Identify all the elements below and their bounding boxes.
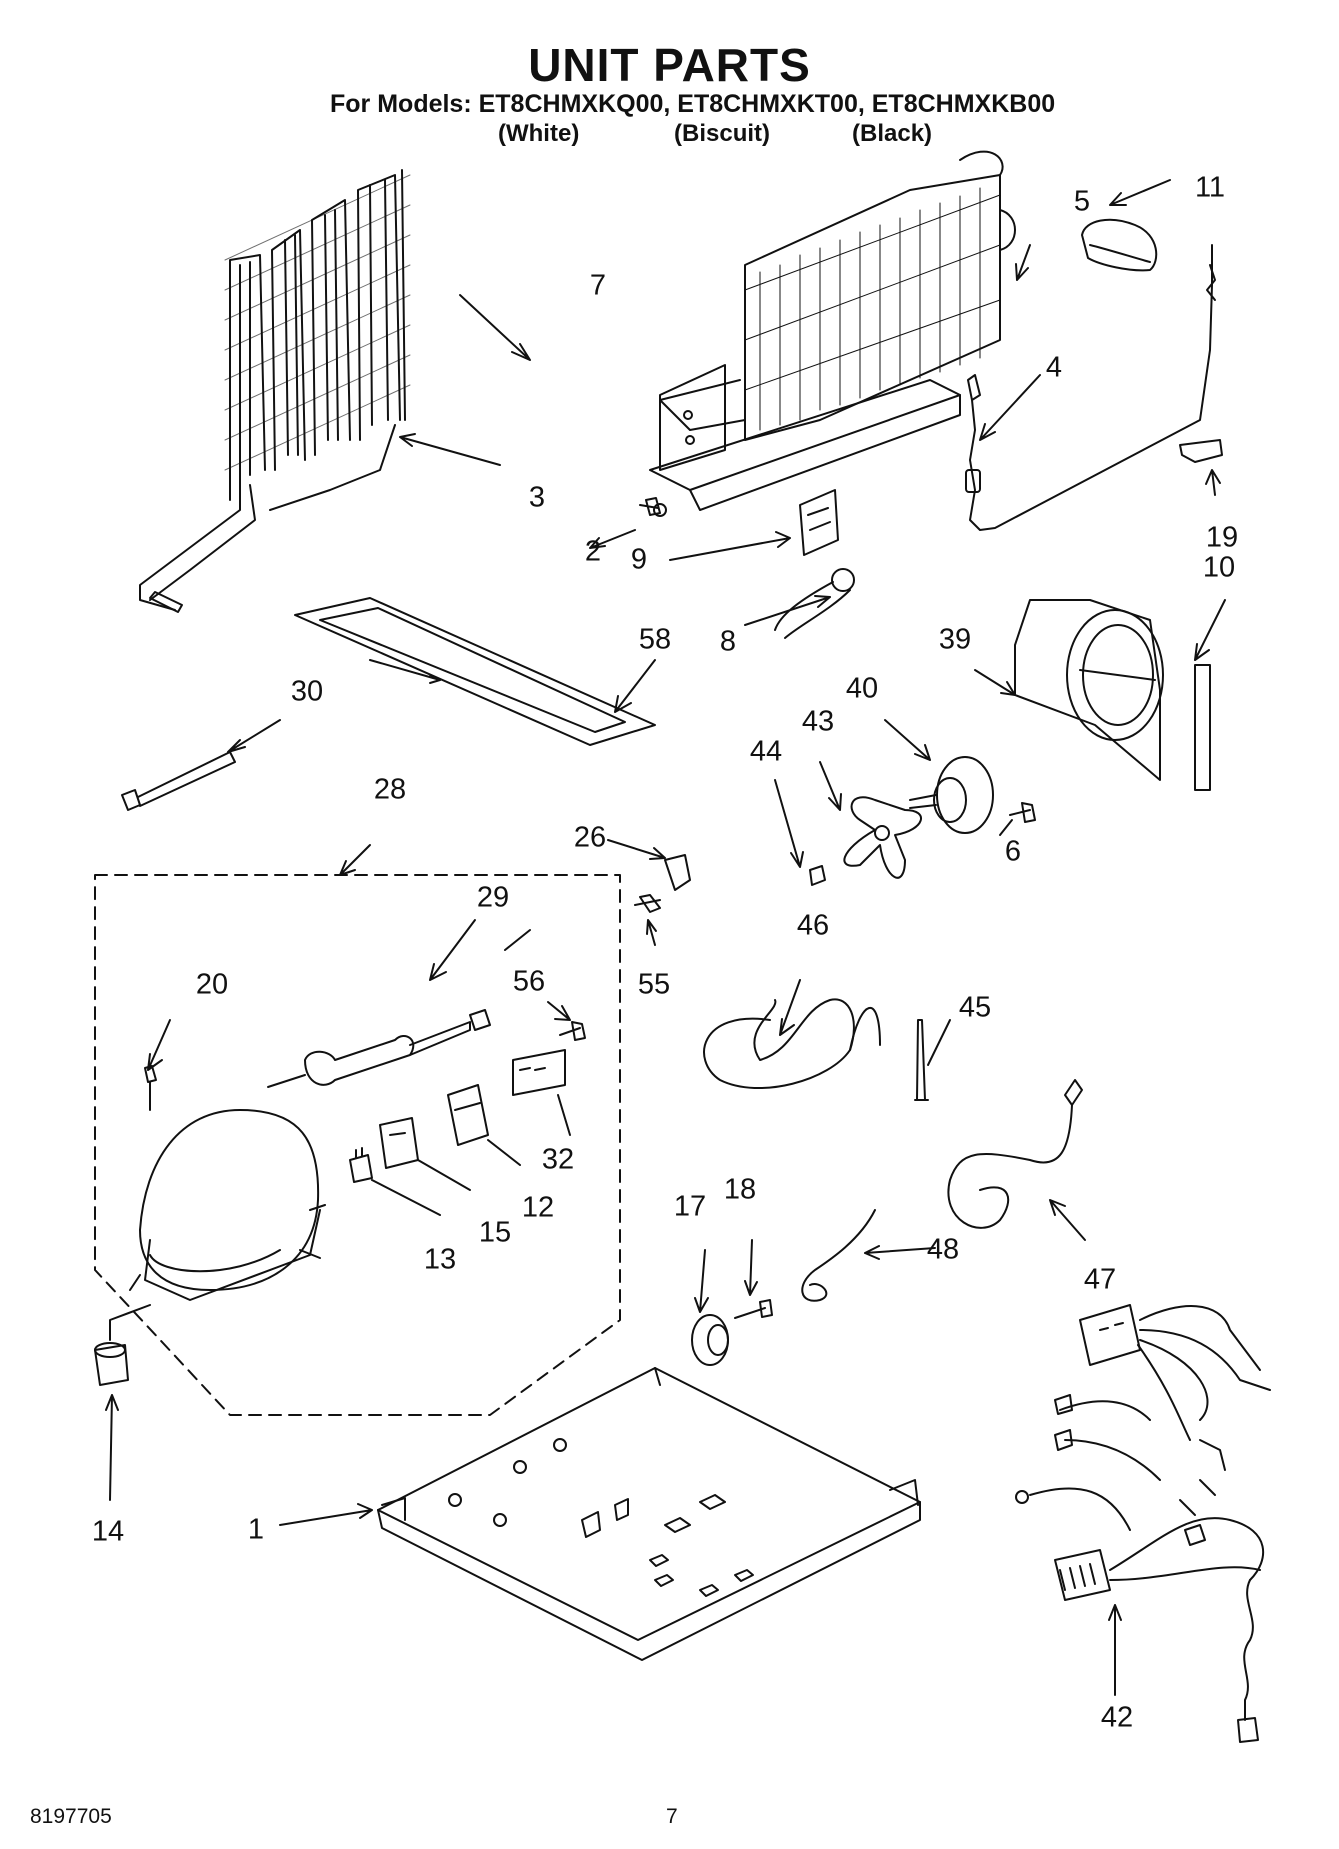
grommet-part-14 — [95, 1305, 150, 1385]
callout-55: 55 — [637, 968, 671, 1001]
callout-45: 45 — [958, 991, 992, 1024]
callout-28: 28 — [373, 773, 407, 806]
callout-19: 19 — [1205, 521, 1239, 554]
tubing-part-46 — [704, 999, 880, 1088]
strip-part-10 — [1195, 665, 1210, 790]
page-number: 7 — [666, 1805, 678, 1828]
callout-32: 32 — [541, 1143, 575, 1176]
screw-part-6 — [1010, 803, 1035, 822]
screw-part-2 — [640, 498, 666, 516]
wire-harness-part-42 — [1016, 1305, 1270, 1742]
evaporator-cover-part-7 — [660, 365, 725, 470]
callout-2: 2 — [584, 535, 602, 568]
callout-56: 56 — [512, 965, 546, 998]
compressor-kit-boundary-part-28 — [95, 875, 620, 1415]
callout-6: 6 — [1004, 835, 1022, 868]
bracket-part-9 — [800, 490, 838, 555]
callout-17: 17 — [673, 1190, 707, 1223]
callout-26: 26 — [573, 821, 607, 854]
callout-11: 11 — [1194, 171, 1226, 204]
callout-7: 7 — [589, 269, 607, 302]
callout-9: 9 — [630, 543, 648, 576]
base-tray-part-1 — [378, 1368, 920, 1660]
callout-39: 39 — [938, 623, 972, 656]
overload-part-12 — [448, 1085, 488, 1145]
tube-part-47 — [948, 1080, 1082, 1228]
callout-29: 29 — [476, 881, 510, 914]
callout-4: 4 — [1045, 351, 1063, 384]
fan-blade-part-43 — [844, 797, 921, 877]
cap-part-11 — [1082, 220, 1156, 271]
tube-part-48 — [802, 1210, 875, 1301]
fan-shroud-part-39 — [1015, 600, 1163, 780]
drier-part-29 — [268, 1010, 490, 1087]
callout-13: 13 — [423, 1243, 457, 1276]
callout-48: 48 — [926, 1233, 960, 1266]
relay-part-32 — [513, 1050, 565, 1095]
color-biscuit-label: (Biscuit) — [674, 120, 770, 147]
cable-tie-part-30 — [122, 752, 235, 810]
callout-5: 5 — [1073, 185, 1091, 218]
models-line: For Models: ET8CHMXKQ00, ET8CHMXKT00, ET… — [330, 90, 1056, 118]
relay-cover-part-15 — [380, 1118, 418, 1168]
compressor — [130, 1110, 325, 1300]
clip-part-19 — [1180, 440, 1222, 462]
sensor-harness-part-4 — [966, 245, 1215, 530]
color-white-label: (White) — [498, 120, 580, 147]
evaporator-part-5 — [650, 152, 1015, 510]
callout-40: 40 — [845, 672, 879, 705]
callout-18: 18 — [723, 1173, 757, 1206]
screw-part-55 — [635, 895, 660, 912]
retainer-part-44 — [810, 866, 825, 885]
callout-43: 43 — [801, 705, 835, 738]
callout-46: 46 — [796, 909, 830, 942]
drain-pan-part-58 — [295, 598, 655, 745]
callout-8: 8 — [719, 625, 737, 658]
terminal-part-13 — [350, 1148, 372, 1182]
callout-30: 30 — [290, 675, 324, 708]
callout-44: 44 — [749, 735, 783, 768]
screw-part-56 — [560, 1022, 585, 1040]
leader-arrows — [106, 180, 1225, 1695]
callout-3: 3 — [528, 481, 546, 514]
grommet-part-17 — [692, 1315, 728, 1365]
screw-part-18 — [735, 1300, 772, 1318]
grommet-part-8 — [775, 569, 854, 638]
pin-part-45 — [915, 1020, 928, 1100]
callout-47: 47 — [1083, 1263, 1117, 1296]
callout-14: 14 — [91, 1515, 125, 1548]
clip-part-26 — [665, 855, 690, 890]
callout-42: 42 — [1100, 1701, 1134, 1734]
callout-20: 20 — [195, 968, 229, 1001]
callout-12: 12 — [521, 1191, 555, 1224]
document-number: 8197705 — [30, 1805, 112, 1828]
fan-motor-part-40 — [910, 757, 993, 833]
callout-10: 10 — [1202, 551, 1236, 584]
condenser-coil-part-3 — [140, 170, 410, 612]
screw-part-20 — [145, 1066, 156, 1110]
page-title: UNIT PARTS — [528, 39, 811, 91]
callout-1: 1 — [247, 1513, 265, 1546]
color-black-label: (Black) — [852, 120, 933, 147]
callout-58: 58 — [638, 623, 672, 656]
callout-15: 15 — [478, 1216, 512, 1249]
